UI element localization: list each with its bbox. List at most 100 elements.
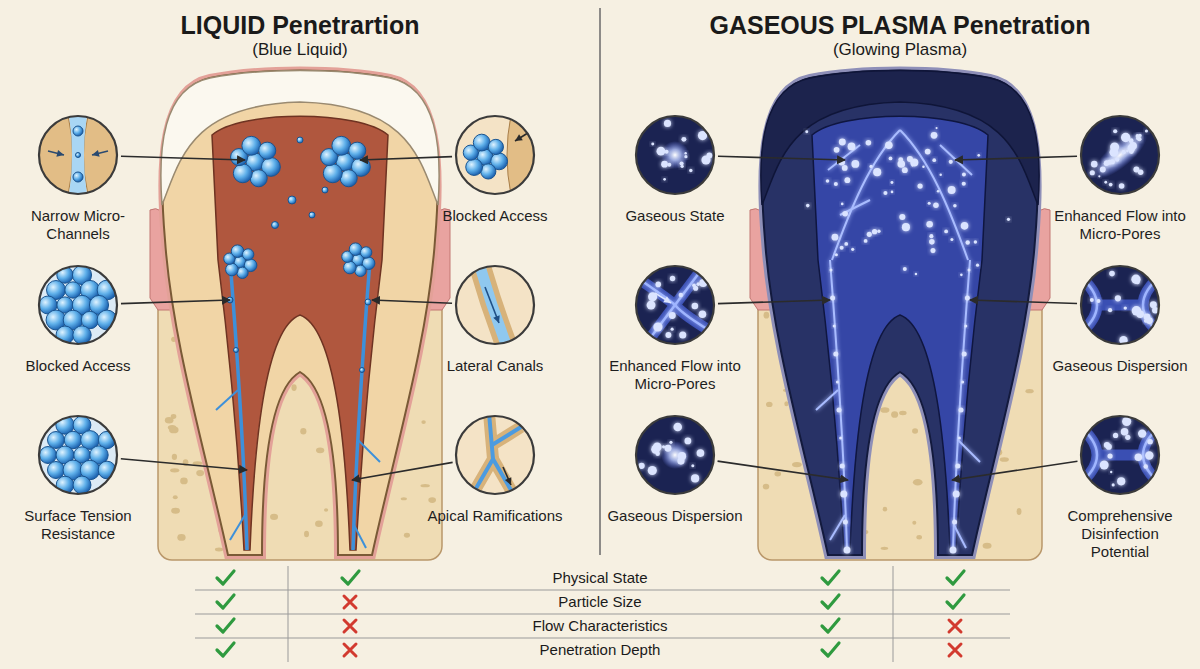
plasma-dot (1145, 129, 1148, 132)
circle-picture (1080, 115, 1160, 195)
liquid-bubble (473, 134, 490, 151)
detail-circle: Blocked Access (455, 115, 535, 195)
liquid-bubble (365, 299, 371, 305)
plasma-dot (699, 310, 707, 318)
plasma-dot (1121, 428, 1129, 436)
plasma-dot (933, 202, 939, 208)
plasma-dot (835, 253, 838, 256)
plasma-dot (826, 179, 830, 183)
plasma-dot (917, 183, 922, 188)
liquid-bubble (226, 263, 239, 276)
plasma-dot (866, 140, 872, 146)
plasma-dot (842, 165, 848, 171)
leader-arrow (360, 157, 452, 160)
detail-circle: Gaseous Dispersion (1080, 265, 1160, 345)
check-mark (947, 571, 964, 584)
liquid-bubble (73, 172, 83, 182)
bone-pore (180, 478, 188, 485)
detail-circle: Lateral Canals (455, 265, 535, 345)
plasma-dot (832, 234, 839, 241)
circle-caption: Narrow Micro-Channels (8, 207, 148, 243)
plasma-dot (962, 172, 966, 176)
channel-wall (84, 115, 119, 195)
plasma-dot (953, 491, 960, 498)
liquid-bubble (73, 326, 91, 344)
bone-pore (270, 514, 278, 520)
leader-arrow (372, 300, 452, 303)
plasma-stream (830, 515, 845, 540)
plasma-dot (974, 240, 977, 243)
plasma-dot (653, 442, 662, 451)
check-mark (342, 571, 359, 584)
plasma-dot (873, 168, 881, 176)
plasma-dot (1129, 142, 1137, 150)
plasma-dot (1136, 134, 1140, 138)
circle-caption: Surface Tension Resistance (8, 507, 148, 543)
plasma-dot (671, 328, 674, 331)
bone-pore (172, 454, 177, 460)
plasma-glow (1086, 124, 1154, 186)
plasma-dot (679, 293, 683, 297)
plasma-stream (958, 440, 980, 462)
liquid-bubble (259, 142, 276, 159)
plasma-dot (684, 155, 687, 158)
plasma-dot (839, 437, 842, 440)
circle-caption: Comprehensive Disinfection Potential (1050, 507, 1190, 561)
liquid-bubble (360, 368, 365, 373)
liquid-bubble (332, 136, 351, 155)
circle-group (1078, 265, 1162, 345)
bone-pore (916, 535, 922, 539)
circle-picture (1078, 265, 1162, 345)
plasma-dot (648, 466, 657, 475)
plasma-dot (869, 165, 872, 168)
plasma-dot (684, 152, 686, 154)
liquid-bubble (488, 139, 503, 154)
plasma-dot (1147, 439, 1152, 444)
channel-wall (38, 115, 73, 195)
plasma-dot (877, 229, 880, 232)
plasma-dot (655, 282, 661, 288)
liquid-bubble (340, 170, 357, 187)
plasma-stream (954, 525, 966, 548)
plasma-stream (1098, 304, 1142, 307)
dentin (162, 71, 437, 556)
plasma-dot (840, 464, 845, 469)
plasma-dot (961, 222, 969, 230)
liquid-bubble (309, 212, 315, 218)
bone-pore (168, 425, 177, 430)
bone-pore (196, 470, 204, 476)
liquid-bubble (233, 164, 252, 183)
plasma-dot (840, 246, 844, 250)
circle-group (38, 265, 118, 345)
bone-pore (891, 411, 898, 418)
circle-group (1078, 415, 1162, 495)
bone-pore (291, 384, 296, 391)
bone-pore (215, 548, 223, 552)
circle-picture (635, 415, 715, 495)
bone-pore (173, 495, 178, 499)
circle-caption: Enhanced Flow into Micro-Pores (1050, 207, 1190, 243)
plasma-dot (678, 452, 686, 460)
liquid-bubble (349, 243, 362, 256)
circle-border (456, 416, 534, 494)
liquid-tooth (150, 71, 450, 561)
circle-outline (38, 415, 118, 495)
bone-pore (420, 484, 429, 487)
circle-outline (1080, 265, 1160, 345)
plasma-dot (669, 441, 672, 444)
liquid-bubble (73, 126, 83, 136)
plasma-dot (1117, 477, 1125, 485)
plasma-dot (1124, 306, 1127, 309)
plasma-dot (662, 445, 665, 448)
plasma-dot (844, 177, 850, 183)
plasma-stream (830, 260, 847, 550)
detail-circle: Enhanced Flow into Micro-Pores (1080, 115, 1160, 195)
plasma-dot (844, 242, 848, 246)
circle-outline (635, 415, 715, 495)
plasma-dot (926, 221, 933, 228)
leader-arrow (121, 156, 245, 160)
plasma-glow (661, 441, 689, 469)
plasma-dot (960, 274, 963, 277)
plasma-dot (657, 147, 666, 156)
detail-circle: Enhanced Flow into Micro-Pores (635, 265, 715, 345)
